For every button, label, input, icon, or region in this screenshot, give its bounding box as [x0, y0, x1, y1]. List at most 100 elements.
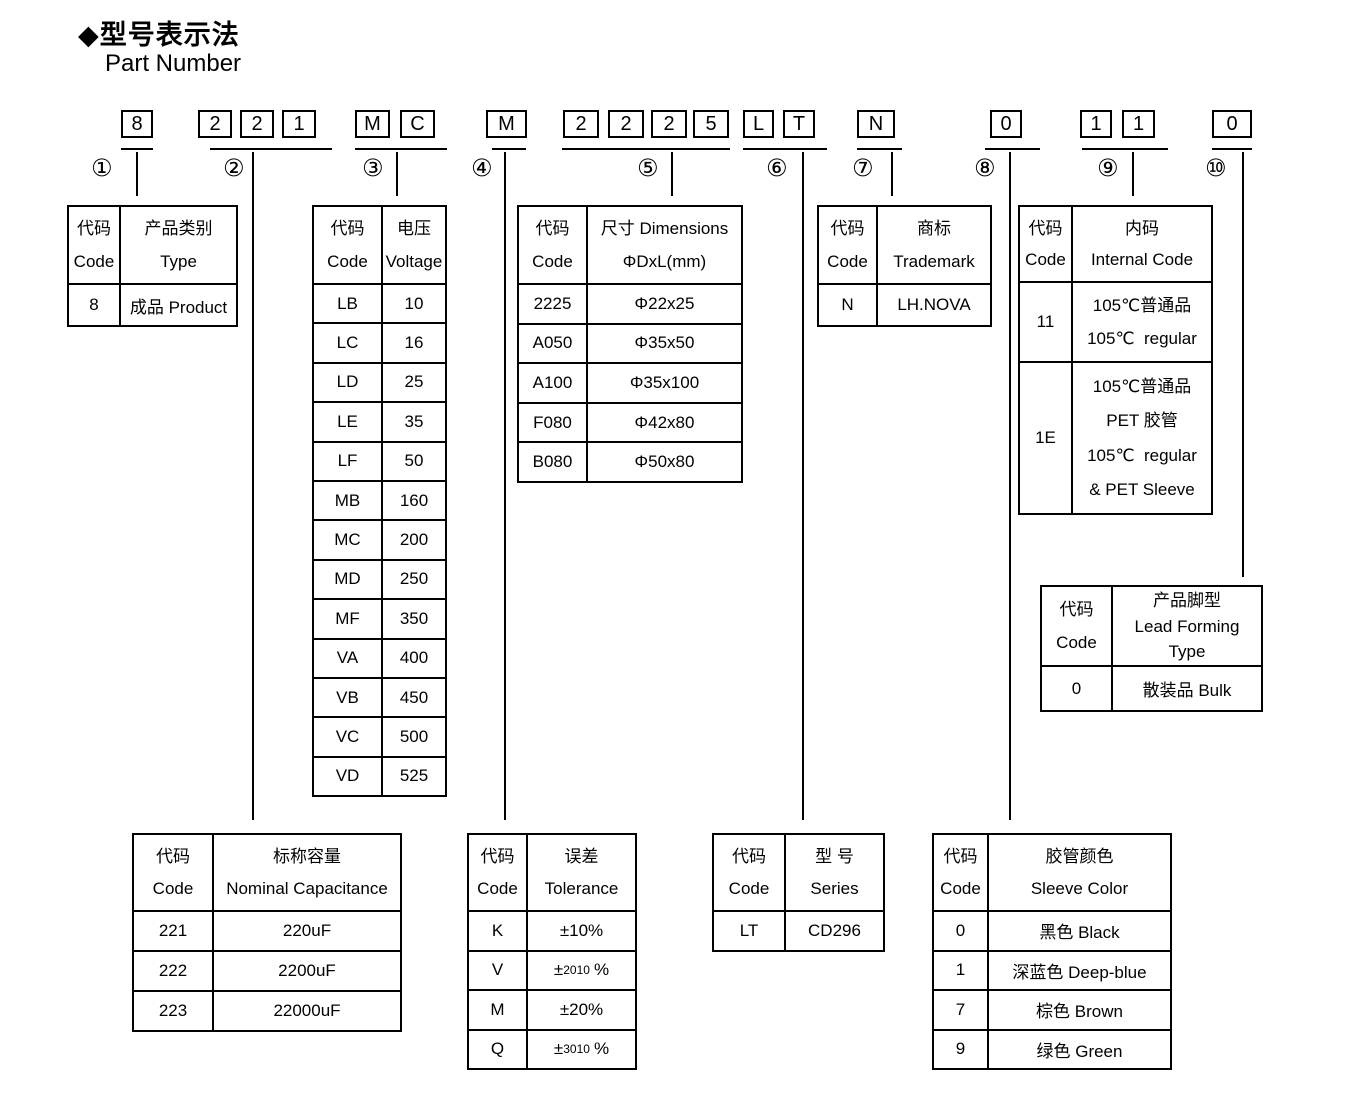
code-box: 2 — [608, 110, 644, 138]
value-cell: 16 — [404, 333, 424, 353]
table-row: 11 105℃普通品 105℃ regular — [1020, 281, 1211, 361]
marker-9: ⑨ — [1097, 155, 1119, 182]
tolerance-value: ±20% — [559, 999, 604, 1019]
tolerance-sup: 30 — [563, 1042, 577, 1057]
header-en: Internal Code — [1090, 250, 1194, 270]
marker-2: ② — [223, 155, 245, 182]
value-cell: 2200uF — [278, 961, 336, 980]
header-en: Code — [152, 878, 194, 898]
header-en: Code — [827, 251, 868, 271]
code-box: 2 — [563, 110, 599, 138]
value-line: PET 胶管 — [1106, 411, 1178, 431]
value-cell: ±10% — [528, 912, 635, 950]
group-underline — [857, 148, 902, 150]
value-cell: 160 — [399, 490, 429, 510]
tolerance-unit: % — [593, 1039, 610, 1059]
code-cell: 2225 — [519, 285, 588, 323]
code-box: L — [743, 110, 774, 138]
group-underline — [121, 148, 153, 150]
code-cell: VA — [314, 639, 383, 677]
group-underline — [1082, 148, 1168, 150]
header-en: Code — [532, 251, 573, 271]
table-row: 0 散装品 Bulk — [1042, 665, 1261, 710]
value-line: 105℃普通品 — [1092, 295, 1192, 315]
value-cell: 450 — [399, 687, 429, 707]
page-title-en: Part Number — [105, 50, 242, 77]
marker-4: ④ — [471, 155, 493, 182]
connector-line — [396, 152, 398, 196]
marker-5: ⑤ — [637, 155, 659, 182]
header-zh: 产品脚型 — [1153, 590, 1221, 610]
value-cell: 400 — [399, 648, 429, 668]
header-zh: 商标 — [917, 219, 951, 239]
marker-3: ③ — [362, 155, 384, 182]
header-en: Nominal Capacitance — [226, 878, 388, 898]
code-cell: N — [819, 285, 878, 325]
value-cell: Φ35x50 — [634, 333, 695, 353]
connector-line — [802, 152, 804, 820]
connector-line — [1242, 152, 1244, 577]
table-row: VA 400 — [314, 637, 445, 677]
code-cell: 11 — [1020, 283, 1073, 361]
value-cell: 棕色 Brown — [1036, 1002, 1123, 1022]
header-zh: 尺寸 Dimensions — [600, 219, 729, 239]
marker-8: ⑧ — [974, 155, 996, 182]
group-underline — [743, 148, 827, 150]
header-en: Tolerance — [544, 878, 619, 898]
value-cell: 220uF — [282, 921, 332, 940]
code-cell: F080 — [519, 403, 588, 442]
table-row: 1E 105℃普通品 PET 胶管 105℃ regular & PET Sle… — [1020, 361, 1211, 513]
page-title-zh: ◆型号表示法 — [78, 13, 240, 52]
connector-line — [252, 152, 254, 820]
header-en: Type — [160, 251, 197, 271]
header-en: Lead Forming — [1134, 616, 1240, 636]
code-box: T — [783, 110, 815, 138]
code-cell: M — [469, 991, 528, 1029]
marker-6: ⑥ — [766, 155, 788, 182]
tolerance-sup: 20 — [563, 963, 577, 978]
code-box: N — [857, 110, 895, 138]
header-zh: 误差 — [564, 846, 599, 866]
header-zh: 内码 — [1125, 218, 1159, 238]
value-cell: 黑色 Black — [1039, 923, 1120, 943]
table-row: N LH.NOVA — [819, 283, 990, 325]
code-cell: 8 — [69, 285, 121, 325]
value-line: 105℃ regular — [1087, 445, 1197, 465]
code-cell: 223 — [134, 992, 214, 1030]
header-zh: 胶管颜色 — [1045, 846, 1114, 866]
code-cell: LD — [314, 363, 383, 402]
connector-line — [671, 152, 673, 196]
table-row: 8 成品 Product — [69, 283, 236, 325]
value-cell: 35 — [404, 411, 424, 431]
marker-7: ⑦ — [852, 155, 874, 182]
header-zh: 代码 — [943, 846, 978, 866]
code-cell: MD — [314, 560, 383, 599]
tolerance-value: ±10% — [559, 920, 604, 940]
value-cell: 500 — [399, 726, 429, 746]
value-cell: Φ22x25 — [634, 293, 695, 313]
